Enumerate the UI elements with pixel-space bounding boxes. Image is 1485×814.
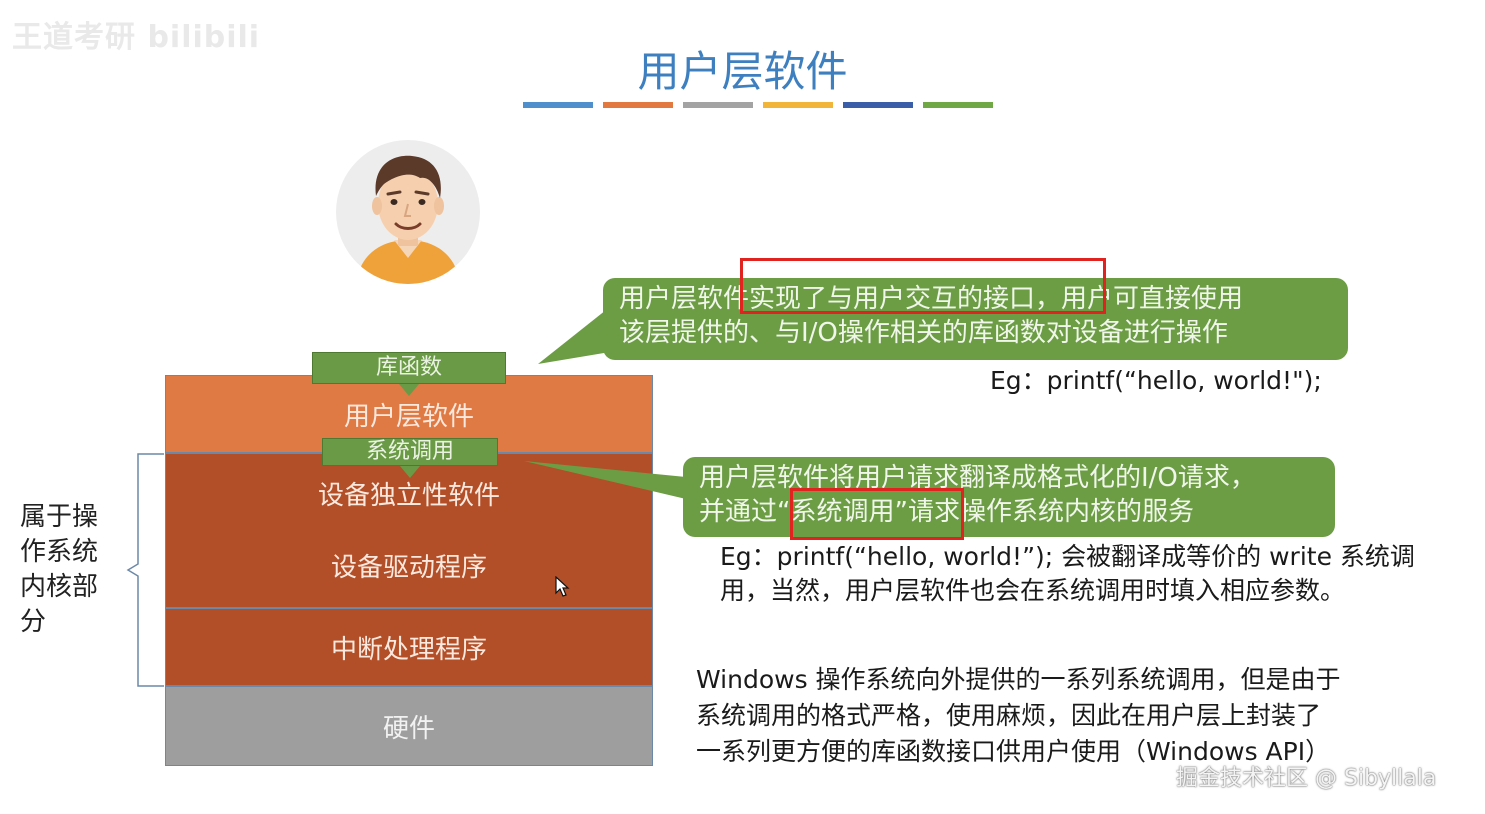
system-call-tag: 系统调用 [322, 438, 498, 466]
windows-api-note: Windows 操作系统向外提供的一系列系统调用，但是由于 系统调用的格式严格，… [696, 662, 1456, 770]
color-bar-5 [843, 102, 913, 108]
windows-note-line3: 一系列更方便的库函数接口供用户使用（Windows API） [696, 737, 1331, 766]
example2-line1: Eg：printf(“hello, world!”); 会被翻译成等价的 wri… [720, 542, 1415, 571]
user-avatar [336, 140, 480, 284]
syscall-arrow-icon [400, 466, 420, 478]
watermark-logo: 王道考研 bilibili [12, 20, 261, 55]
slide-title: 用户层软件 [637, 47, 848, 96]
highlight-syscall-box [790, 488, 964, 540]
example-printf-2: Eg：printf(“hello, world!”); 会被翻译成等价的 wri… [720, 540, 1470, 608]
color-bar-6 [923, 102, 993, 108]
callout1-line2: 该层提供的、与I/O操作相关的库函数对设备进行操作 [619, 318, 1228, 348]
credit-watermark: 掘金技术社区 @ Sibyllala [1176, 766, 1437, 791]
layer-hardware: 硬件 [165, 686, 653, 766]
system-call-callout: 用户层软件将用户请求翻译成格式化的I/O请求， 并通过“系统调用”请求操作系统内… [683, 457, 1335, 537]
layer-interrupt-handler-label: 中断处理程序 [330, 634, 487, 665]
kernel-bracket-label: 属于操作系统内核部分 [20, 502, 99, 637]
color-bar-2 [603, 102, 673, 108]
layer-device-driver-label: 设备驱动程序 [330, 552, 487, 583]
user-face-icon [356, 155, 460, 284]
layer-hardware-label: 硬件 [382, 713, 435, 744]
layer-user-software-label: 用户层软件 [343, 401, 474, 432]
color-bar-1 [523, 102, 593, 108]
color-bar-4 [763, 102, 833, 108]
example2-line2: 用，当然，用户层软件也会在系统调用时填入相应参数。 [720, 576, 1346, 605]
layer-device-independent: 设备独立性软件 [166, 454, 652, 526]
mouse-cursor-icon [555, 576, 570, 597]
layer-interrupt-handler: 中断处理程序 [165, 608, 653, 686]
kernel-bracket-icon [126, 453, 164, 687]
windows-note-line1: Windows 操作系统向外提供的一系列系统调用，但是由于 [696, 665, 1341, 694]
callout1-line1: 用户层软件实现了与用户交互的接口，用户可直接使用 [619, 284, 1244, 314]
layer-kernel-group: 设备独立性软件 设备驱动程序 [165, 453, 653, 608]
layer-device-driver: 设备驱动程序 [166, 526, 652, 604]
callout2-line2: 并通过“系统调用”请求操作系统内核的服务 [699, 497, 1194, 527]
callout-pointer-1 [538, 310, 610, 364]
highlight-interface-box [740, 258, 1106, 314]
callout-pointer-2 [524, 461, 686, 499]
color-bar-3 [683, 102, 753, 108]
library-function-tag: 库函数 [312, 352, 506, 384]
user-interface-callout: 用户层软件实现了与用户交互的接口，用户可直接使用 该层提供的、与I/O操作相关的… [603, 278, 1348, 360]
example-printf-1: Eg：printf(“hello, world!"); [990, 366, 1322, 395]
layer-device-independent-label: 设备独立性软件 [317, 480, 500, 511]
library-arrow-icon [399, 384, 419, 396]
windows-note-line2: 系统调用的格式严格，使用麻烦，因此在用户层上封装了 [696, 701, 1322, 730]
